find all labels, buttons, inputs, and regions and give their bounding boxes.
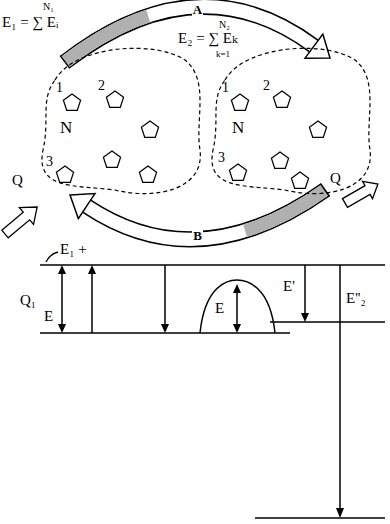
text-label: E''₂: [346, 290, 366, 307]
text-label: Q: [12, 172, 23, 189]
text-label: E: [215, 300, 224, 317]
text-label: E₁ = ∑ Eᵢ: [2, 14, 58, 31]
text-label: 1: [56, 80, 63, 96]
edge-label: A: [192, 3, 203, 18]
arrowheads: [58, 265, 344, 518]
text-label: N₂: [219, 19, 230, 31]
dashed-outline: [205, 40, 375, 200]
molecule-pentagons: [56, 91, 326, 188]
text-label: 3: [46, 154, 53, 170]
text-label: 2: [263, 78, 270, 94]
text-label: Q₁: [20, 292, 36, 309]
text-label: 1: [222, 80, 229, 96]
text-label: Q: [330, 170, 341, 187]
energy-levels: [40, 252, 385, 518]
text-label: E: [44, 308, 53, 325]
text-label: 2: [98, 78, 105, 94]
text-label: 3: [218, 150, 225, 166]
text-label: E': [283, 278, 295, 295]
region-label: N: [232, 118, 244, 138]
molecule-region: N: [35, 40, 205, 200]
text-label: E₂ = ∑ Eₖ: [178, 30, 237, 47]
edge-label: B: [192, 229, 203, 244]
molecule-region: N: [205, 40, 375, 200]
text-label: k=1: [216, 49, 230, 59]
region-label: N: [60, 118, 72, 138]
text-label: N₁: [43, 1, 54, 13]
text-label: E₁ +: [60, 241, 87, 258]
